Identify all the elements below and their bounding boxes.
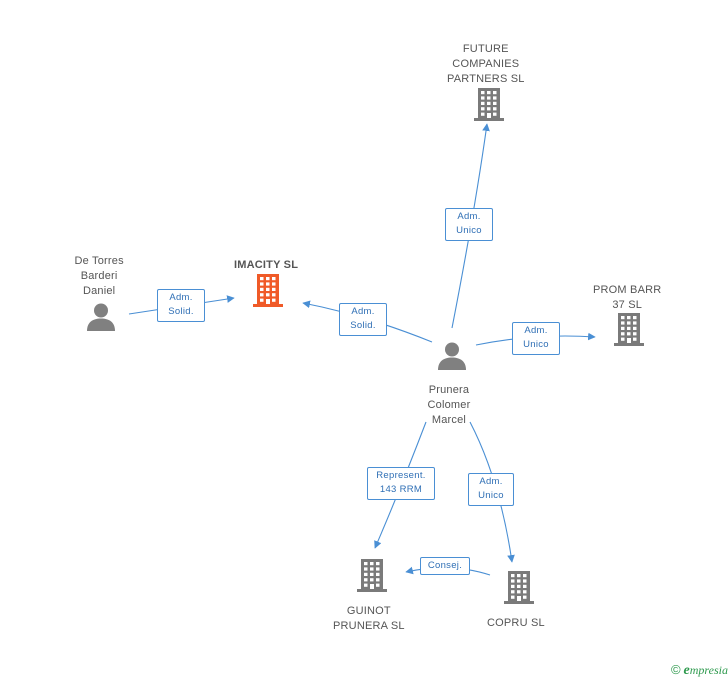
edge-label-line: Adm. [351, 306, 375, 317]
person-icon [438, 342, 466, 370]
node-prunera[interactable] [437, 341, 467, 376]
node-prom_barr[interactable] [613, 312, 645, 351]
node-copru[interactable] [503, 570, 535, 609]
edge-label-line: Unico [478, 490, 504, 501]
edge-label-copru-guinot[interactable]: Consej. [420, 557, 470, 575]
edge-label-line: Solid. [168, 306, 194, 317]
node-imacity[interactable] [252, 273, 284, 312]
node-label-future[interactable]: FUTURE COMPANIES PARTNERS SL [447, 42, 525, 87]
edge-label-prunera-future[interactable]: Adm. Unico [445, 208, 493, 241]
node-future[interactable] [473, 87, 505, 126]
edge-label-line: 143 RRM [379, 484, 423, 495]
node-label-line: PROM BARR [593, 284, 662, 296]
edge-label-prunera-copru[interactable]: Adm. Unico [468, 473, 514, 506]
edge-label-line: Adm. [457, 211, 481, 222]
edge-label-line: Solid. [350, 320, 376, 331]
person-icon [87, 303, 115, 331]
brand-name: mpresia [689, 663, 728, 677]
edge-label-prunera-guinot[interactable]: Represent. 143 RRM [367, 467, 435, 500]
edge-label-prunera-prom_barr[interactable]: Adm. Unico [512, 322, 560, 355]
edge-label-prunera-imacity[interactable]: Adm. Solid. [339, 303, 387, 336]
edge-label-line: Adm. [169, 292, 193, 303]
edge-label-line: Adm. [479, 476, 503, 487]
brand-initial: e [683, 663, 690, 678]
edge-label-line: Unico [456, 225, 482, 236]
node-label-line: COPRU SL [487, 617, 545, 629]
edge-label-line: Unico [523, 339, 549, 350]
node-label-line: Prunera [428, 384, 470, 396]
copyright-symbol: © [670, 662, 681, 677]
building-icon [253, 274, 283, 307]
edge-label-line: Represent. [376, 470, 426, 481]
edge-label-line: Consej. [427, 560, 463, 571]
node-label-copru[interactable]: COPRU SL [487, 616, 545, 631]
building-icon [474, 88, 504, 121]
node-label-line: Marcel [431, 414, 467, 426]
building-icon [357, 559, 387, 592]
node-label-line: PRUNERA SL [333, 620, 405, 632]
node-label-line: PARTNERS SL [447, 73, 525, 85]
node-label-line: Barderi [80, 270, 118, 282]
node-label-line: De Torres [74, 255, 124, 267]
building-icon [614, 313, 644, 346]
node-label-guinot[interactable]: GUINOT PRUNERA SL [333, 604, 405, 634]
edge-label-de_torres-imacity[interactable]: Adm. Solid. [157, 289, 205, 322]
building-icon [504, 571, 534, 604]
node-label-line: 37 SL [612, 299, 643, 311]
node-label-prom_barr[interactable]: PROM BARR 37 SL [593, 283, 661, 313]
node-label-line: IMACITY SL [234, 259, 299, 271]
node-label-line: Daniel [82, 285, 116, 297]
node-label-imacity[interactable]: IMACITY SL [234, 258, 298, 273]
node-label-line: FUTURE [462, 43, 509, 55]
node-label-line: Colomer [427, 399, 471, 411]
node-guinot[interactable] [356, 558, 388, 597]
node-label-line: COMPANIES [452, 58, 520, 70]
node-de_torres[interactable] [86, 302, 116, 337]
empresia-watermark: © empresia [671, 662, 728, 679]
node-label-line: GUINOT [346, 605, 391, 617]
edge-label-line: Adm. [524, 325, 548, 336]
